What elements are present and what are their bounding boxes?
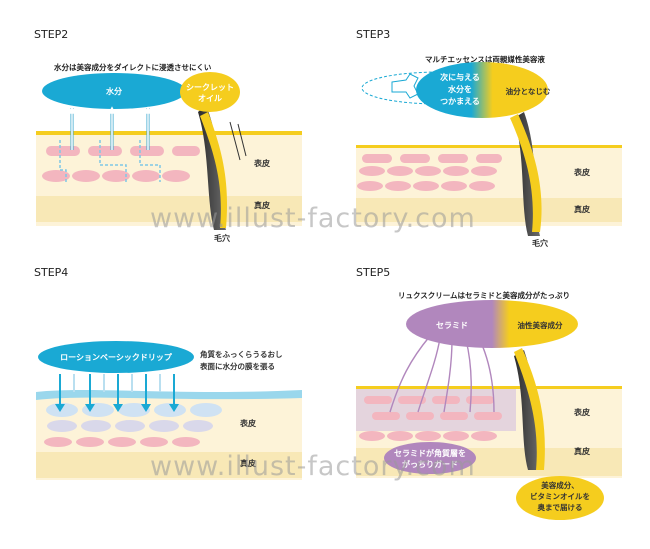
step3-hand-icon xyxy=(392,74,418,98)
step2-title: STEP2 xyxy=(34,28,68,41)
step4-panel: STEP4 ローションベーシックドリップ xyxy=(34,266,302,480)
step3-left-line1: 次に与える xyxy=(440,72,480,82)
step5-dermis-label: 真皮 xyxy=(574,446,590,456)
step4-epidermis-label: 表皮 xyxy=(239,418,256,428)
step2-epidermis-label: 表皮 xyxy=(253,158,270,168)
step2-oil-bubble xyxy=(180,72,240,112)
watermark-bottom: www.illust-factory.com xyxy=(150,451,476,482)
step5-deliver-line3: 奥まで届ける xyxy=(537,502,583,512)
step5-deliver-line1: 美容成分、 xyxy=(541,480,579,490)
step3-title: STEP3 xyxy=(356,28,390,41)
step4-desc-line2: 表面に水分の膜を張る xyxy=(200,361,275,371)
step4-drip-label: ローションベーシックドリップ xyxy=(60,352,173,362)
step3-left-line2: 水分を xyxy=(447,84,472,94)
step3-cells xyxy=(357,154,502,191)
step5-caption: リュクスクリームはセラミドと美容成分がたっぷり xyxy=(398,290,570,300)
step5-ceramide-label: セラミド xyxy=(436,321,468,330)
step4-title: STEP4 xyxy=(34,266,68,279)
step2-surface-line xyxy=(36,131,302,135)
step2-water-label: 水分 xyxy=(105,86,122,96)
step5-ceramide-layer xyxy=(356,389,516,431)
step3-dermis-label: 真皮 xyxy=(574,204,590,214)
step3-epidermis-label: 表皮 xyxy=(573,167,590,177)
watermark-top: www.illust-factory.com xyxy=(150,203,476,234)
step3-surface-line xyxy=(356,145,622,148)
step2-caption: 水分は美容成分をダイレクトに浸透させにくい xyxy=(54,62,212,72)
step2-oil-line2: オイル xyxy=(198,94,222,103)
step5-deliver-line2: ビタミンオイルを xyxy=(530,491,590,501)
step2-oil-line1: シークレット xyxy=(186,82,234,92)
step4-cells xyxy=(44,403,222,447)
step3-right-label: 油分となじむ xyxy=(506,86,551,96)
step3-pore-label: 毛穴 xyxy=(532,238,548,248)
step3-left-line3: つかまえる xyxy=(440,97,480,106)
step5-title: STEP5 xyxy=(356,266,390,279)
step5-surface-line xyxy=(356,386,622,389)
step2-pore-label: 毛穴 xyxy=(214,233,230,243)
step5-epidermis-label: 表皮 xyxy=(573,407,590,417)
step5-oil-label: 油性美容成分 xyxy=(518,320,563,330)
step4-desc-line1: 角質をふっくらうるおし xyxy=(200,349,283,359)
